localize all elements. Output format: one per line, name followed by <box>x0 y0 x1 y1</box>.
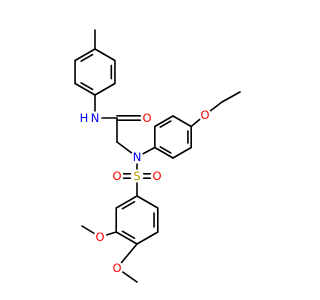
dimethoxyphenyl-ring-inner-3 <box>121 230 136 240</box>
ethoxyphenyl-ring-bond-5 <box>154 146 174 159</box>
atom-sulfonyl-oxygen-left: O <box>110 169 124 183</box>
dimethoxyphenyl-ring-bond-2 <box>136 231 159 245</box>
tolyl-ring-bond-3 <box>94 48 116 62</box>
atom-ether-oxygen: O <box>198 108 212 122</box>
sulfonyl-oxygen-left-label: O <box>112 169 121 183</box>
sulfonamide-nitrogen-label: N <box>133 150 142 164</box>
ethoxyphenyl-ring-bond-4 <box>172 146 192 159</box>
atom-sulfonamide-nitrogen: N <box>130 150 144 164</box>
amide-nitrogen-label: N <box>91 111 100 125</box>
tolyl-ring-inner-2 <box>80 53 94 62</box>
atom-sulfonyl-oxygen-right: O <box>150 169 164 183</box>
ether-ethyl-bond-2 <box>221 91 241 103</box>
atom-amide-nitrogen: N <box>88 111 102 125</box>
atom-methoxy-oxygen-lower: O <box>110 261 124 275</box>
dimethoxyphenyl-ring-bond-3 <box>115 231 138 245</box>
bonds <box>74 29 241 283</box>
atom-labels: N H O N O S O O <box>78 108 212 275</box>
dimethoxyphenyl-ring-bond-0 <box>136 195 159 209</box>
atom-sulfur: S <box>130 169 144 183</box>
ethoxyphenyl-ring-inner-5 <box>159 146 172 154</box>
atom-carbonyl-oxygen: O <box>140 111 154 125</box>
dimethoxyphenyl-ring-bond-5 <box>115 195 138 209</box>
ethoxyphenyl-ring-bond-1 <box>154 115 174 128</box>
tolyl-ring-bond-2 <box>74 48 96 62</box>
carbonyl-oxygen-label: O <box>142 111 151 125</box>
molecule-canvas: N H O N O S O O <box>74 29 241 283</box>
ethoxyphenyl-ring-inner-1 <box>159 120 172 128</box>
sulfur-label: S <box>133 169 140 183</box>
ethoxyphenyl-ring-bond-2 <box>172 115 192 128</box>
methoxy-oxygen-upper-label: O <box>95 230 104 244</box>
sulfonyl-oxygen-right-label: O <box>152 169 161 183</box>
dimethoxyphenyl-ring-inner-5 <box>121 200 136 210</box>
atom-methoxy-oxygen-upper: O <box>93 230 107 244</box>
atom-amide-hydrogen: H <box>78 111 90 125</box>
tolyl-ring-inner-0 <box>80 82 94 91</box>
ether-oxygen-label: O <box>200 108 209 122</box>
tolyl-ring-bond-0 <box>74 82 96 96</box>
methoxy-oxygen-lower-label: O <box>112 261 121 275</box>
tolyl-ring-bond-5 <box>94 82 116 96</box>
amide-hydrogen-label: H <box>80 111 89 125</box>
molecule-structure: N H O N O S O O <box>74 29 241 283</box>
